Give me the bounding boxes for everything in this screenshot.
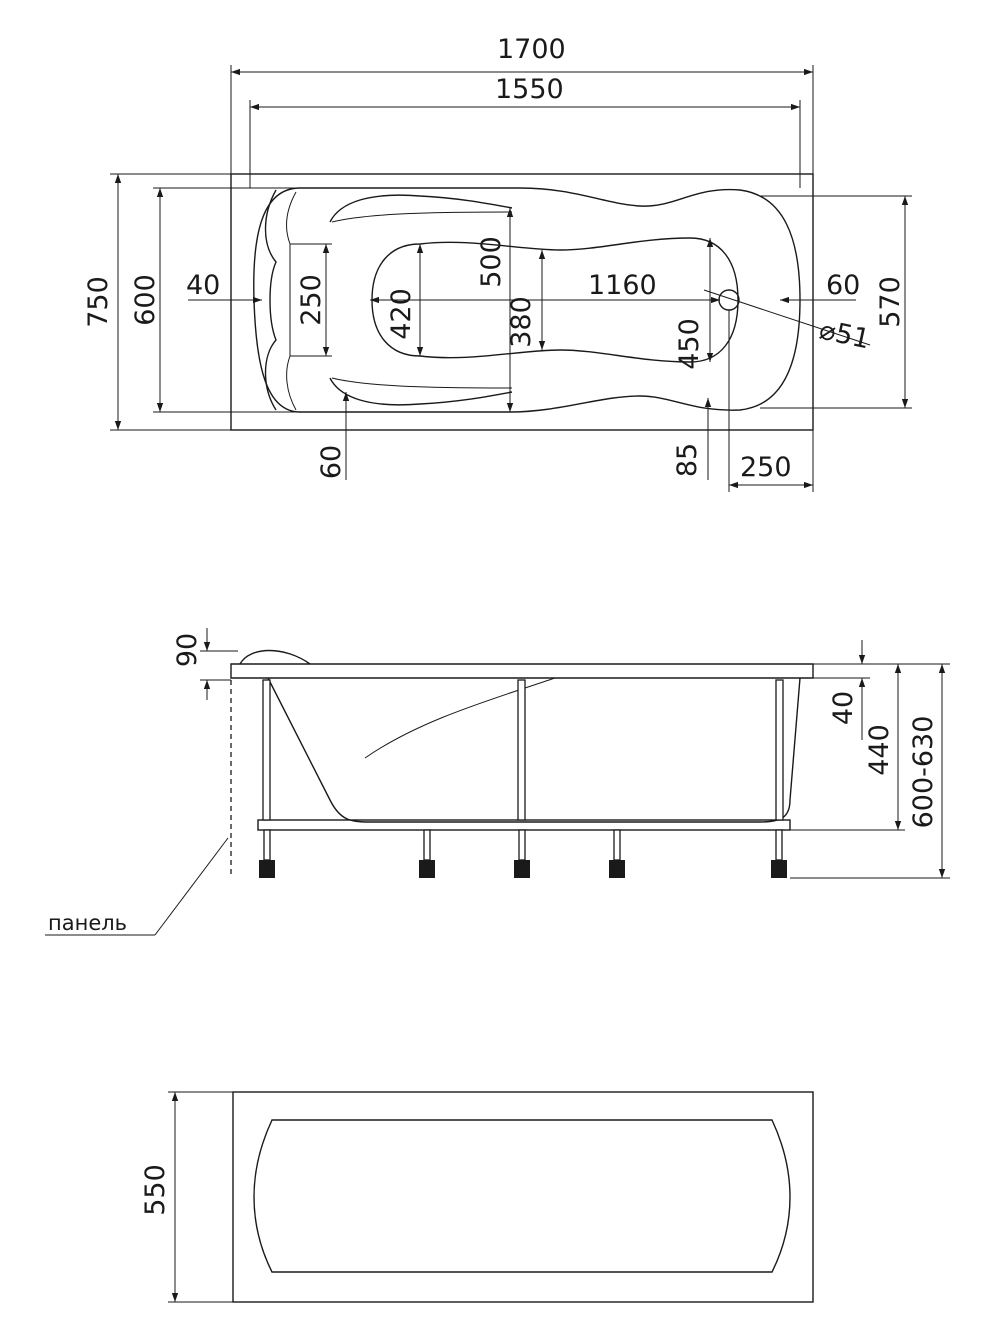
panel-leader — [154, 837, 229, 936]
top-view: 1160 1700 1550 750 600 570 40 250 — [83, 34, 912, 492]
label-length-inner: 1550 — [495, 74, 564, 105]
side-view: панель 90 40 440 600-630 — [45, 628, 950, 936]
label-headrest-width: 250 — [296, 274, 327, 326]
leader-drain-diameter — [703, 289, 871, 346]
tub-rim-contour — [253, 187, 801, 413]
tub-bowl — [371, 237, 739, 363]
tub-rim-side — [230, 663, 814, 679]
label-width-right: 570 — [875, 276, 906, 328]
label-total-height: 600-630 — [908, 716, 939, 829]
label-rim-thickness: 40 — [828, 691, 859, 725]
headrest — [264, 189, 277, 411]
support-leg-1 — [262, 679, 271, 821]
label-rim-width: 500 — [476, 236, 507, 288]
label-headrest-offset: 40 — [186, 270, 220, 301]
panel-label: панель — [48, 911, 127, 935]
armrest-lower-inner — [331, 377, 513, 389]
tub-body-side-curve — [364, 677, 556, 759]
front-panel-embossing — [253, 1119, 791, 1273]
label-width-total: 750 — [83, 276, 114, 328]
headrest-inner — [286, 191, 297, 411]
tub-body-side — [267, 677, 801, 823]
headrest-side — [239, 649, 311, 665]
armrest-upper — [329, 194, 513, 223]
label-bowl-width-foot: 450 — [674, 318, 705, 370]
support-leg-3 — [775, 679, 784, 821]
label-bowl-length: 1160 — [588, 270, 657, 301]
label-headrest-gap: 60 — [316, 445, 347, 479]
support-leg-2 — [517, 679, 526, 821]
label-drain-offset: 60 — [826, 270, 860, 301]
tub-outline — [230, 173, 814, 431]
label-frame-height: 440 — [864, 724, 895, 776]
label-drain-edge: 85 — [672, 443, 703, 477]
label-drain-distance: 250 — [740, 452, 792, 483]
label-drain-diameter: ⌀51 — [817, 315, 873, 356]
label-panel-height: 550 — [140, 1164, 171, 1216]
label-bowl-width-head: 420 — [386, 288, 417, 340]
label-bowl-width-mid: 380 — [506, 296, 537, 348]
armrest-upper-inner — [331, 211, 513, 223]
panel-view: 550 — [140, 1091, 814, 1303]
label-width-inner: 600 — [130, 274, 161, 326]
label-rim-rise: 90 — [172, 633, 203, 667]
drain-hole — [718, 289, 740, 311]
front-panel — [232, 1091, 814, 1303]
label-length-total: 1700 — [497, 34, 566, 65]
adjustable-feet — [259, 829, 787, 878]
